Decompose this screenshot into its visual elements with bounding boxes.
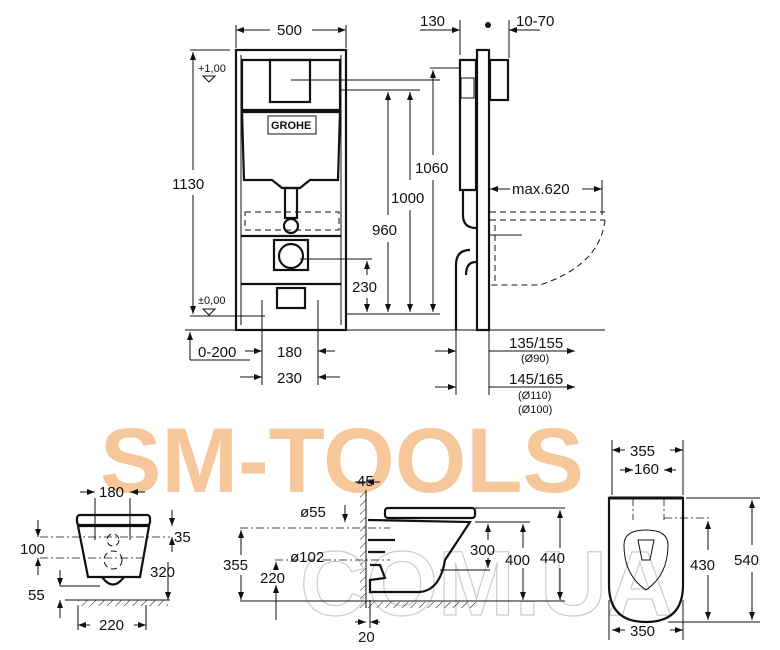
dim-side-dia55: ø55 (300, 504, 326, 521)
bowl-side-view: 45 ø55 355 ø102 220 300 400 440 20 (223, 473, 565, 646)
dim-top-350: 350 (630, 623, 655, 640)
dim-pipe-dia-110: (Ø110) (518, 390, 551, 402)
dim-pipe-dia-100: (Ø100) (518, 404, 552, 416)
bowl-back-view: 180 35 100 320 55 220 (20, 484, 191, 634)
dim-side-355: 355 (223, 557, 248, 574)
dim-pipe-145-165: 145/165 (509, 371, 563, 388)
dim-side-220: 220 (260, 570, 285, 587)
dim-height-1000: 1000 (391, 190, 424, 207)
dim-side-dia102: ø102 (290, 549, 324, 566)
dim-height-960: 960 (372, 222, 397, 239)
dim-height-230: 230 (352, 279, 377, 296)
dim-top-430: 430 (690, 557, 715, 574)
dim-back-35: 35 (174, 529, 191, 546)
grohe-logo-plate (267, 115, 317, 135)
dim-top-540: 540 (734, 552, 759, 569)
dim-wall-thickness: 10-70 (516, 13, 554, 30)
dim-side-depth: 130 (420, 13, 445, 30)
level-top: +1,00 (198, 63, 226, 75)
dim-frame-width: 500 (277, 22, 302, 39)
grohe-logo: GROHE (271, 120, 311, 132)
frame-front-view: GROHE 500 1130 +1,00 ±0,00 1000 960 230 … (172, 22, 605, 387)
dim-height-1060: 1060 (415, 160, 448, 177)
frame-side-view: 130 10-70 1060 max.620 135/155 (Ø90) 145… (415, 13, 606, 416)
dim-width-230: 230 (277, 370, 302, 387)
dim-side-45: 45 (357, 473, 374, 490)
level-zero: ±0,00 (198, 295, 225, 307)
dim-side-440: 440 (540, 550, 565, 567)
watermark-brand: SM-TOOLS (100, 410, 584, 512)
dim-max-projection: max.620 (512, 181, 570, 198)
dim-side-20: 20 (358, 629, 375, 646)
dim-side-400: 400 (505, 552, 530, 569)
dim-top-355: 355 (630, 443, 655, 460)
dim-back-55: 55 (28, 587, 45, 604)
bowl-top-view: 355 160 430 540 350 (607, 440, 760, 640)
dim-floor-adjust: 0-200 (198, 344, 236, 361)
dim-back-180: 180 (99, 484, 124, 501)
dim-pipe-dia-90: (Ø90) (521, 353, 549, 365)
dim-top-160: 160 (634, 461, 659, 478)
dim-side-300: 300 (470, 542, 495, 559)
dim-frame-height: 1130 (172, 176, 204, 193)
dim-back-320: 320 (150, 564, 175, 581)
dim-pipe-135-155: 135/155 (509, 335, 563, 352)
dim-width-180: 180 (277, 344, 302, 361)
dim-back-100: 100 (20, 541, 45, 558)
dim-back-220: 220 (99, 617, 124, 634)
